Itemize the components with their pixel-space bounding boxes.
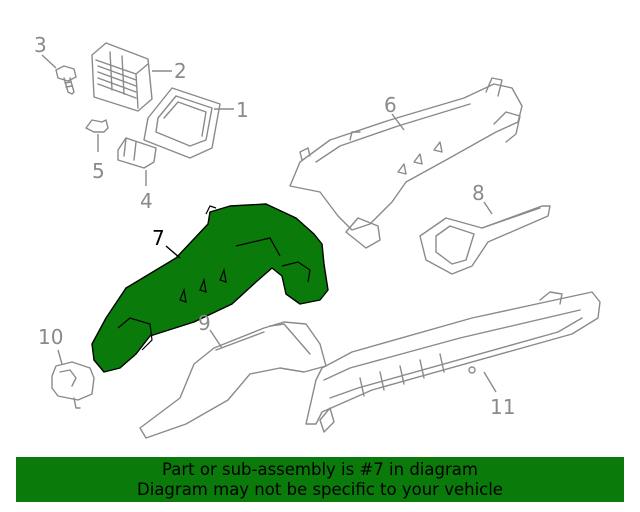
banner-line-1: Part or sub-assembly is #7 in diagram (162, 460, 478, 479)
callout-5[interactable]: 5 (92, 159, 105, 183)
callout-4[interactable]: 4 (140, 189, 153, 213)
callout-6[interactable]: 6 (384, 93, 397, 117)
info-banner: Part or sub-assembly is #7 in diagram Di… (16, 457, 624, 502)
part-2-vent-grille[interactable] (91, 42, 153, 112)
part-9-lower-duct[interactable] (139, 321, 327, 439)
leader-10 (57, 349, 63, 365)
banner-line-2: Diagram may not be specific to your vehi… (137, 480, 503, 499)
part-4-retainer[interactable] (117, 137, 157, 169)
callout-2[interactable]: 2 (174, 59, 187, 83)
leader-11 (483, 371, 497, 393)
leader-9 (209, 329, 223, 349)
leader-3 (41, 54, 57, 69)
part-6-upper-duct[interactable] (289, 77, 523, 249)
callout-10[interactable]: 10 (38, 325, 63, 349)
part-11-vent-assembly[interactable] (305, 291, 601, 433)
leader-8 (483, 201, 493, 215)
part-1-outlet-frame[interactable] (143, 87, 221, 159)
part-5-clip[interactable] (85, 119, 109, 133)
callout-1[interactable]: 1 (236, 98, 249, 122)
parts-diagram: 3 2 1 5 4 (34, 33, 601, 439)
callout-3[interactable]: 3 (34, 33, 47, 57)
leader-7 (165, 245, 181, 259)
part-3-screw[interactable] (55, 65, 77, 95)
part-7-duct-highlighted[interactable] (91, 203, 329, 373)
part-10-actuator[interactable] (51, 361, 95, 409)
leader-6 (391, 113, 405, 131)
callout-9[interactable]: 9 (198, 311, 211, 335)
part-8-side-duct[interactable] (419, 205, 551, 275)
callout-8[interactable]: 8 (472, 181, 485, 205)
callout-11[interactable]: 11 (490, 395, 515, 419)
callout-7[interactable]: 7 (152, 226, 165, 250)
